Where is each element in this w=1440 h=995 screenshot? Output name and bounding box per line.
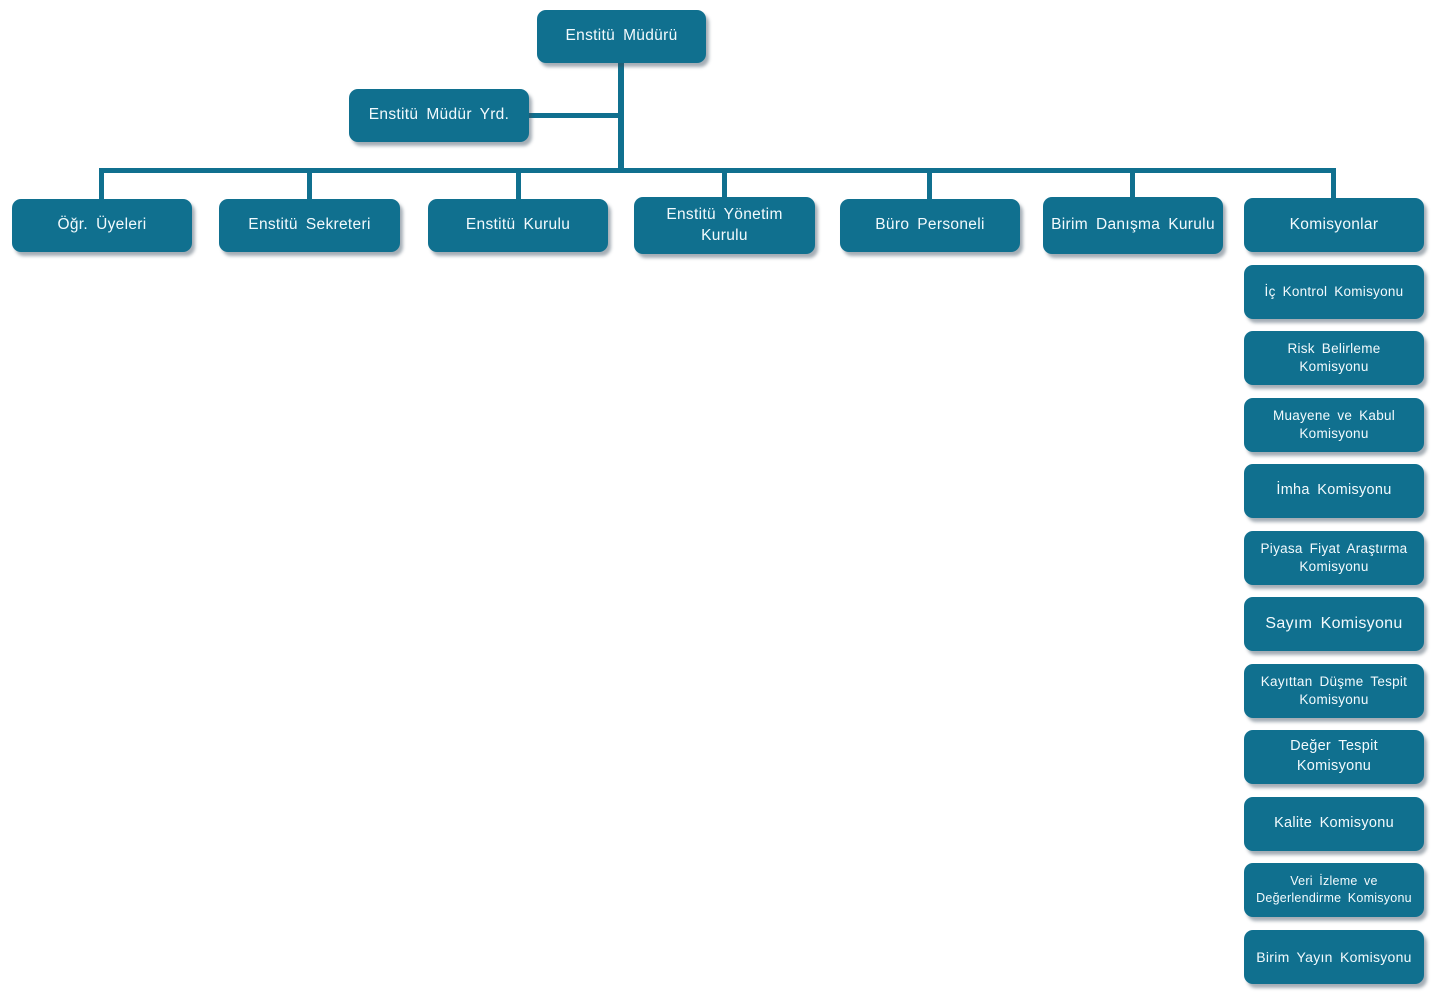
node-enstitu-sekreteri: Enstitü Sekreteri	[219, 199, 400, 252]
connector-trunk	[618, 63, 624, 173]
node-ogr-uyeleri: Öğr. Üyeleri	[12, 199, 192, 252]
node-komisyonlar: Komisyonlar	[1244, 198, 1424, 252]
node-imha-komisyonu: İmha Komisyonu	[1244, 464, 1424, 518]
node-veri-izleme-ve-degerlendirme-komisyonu: Veri İzleme ve Değerlendirme Komisyonu	[1244, 863, 1424, 917]
node-enstitu-yonetim-kurulu: Enstitü Yönetim Kurulu	[634, 197, 815, 254]
node-kayittan-dusme-tespit-komisyonu: Kayıttan Düşme Tespit Komisyonu	[1244, 664, 1424, 718]
node-sayim-komisyonu: Sayım Komisyonu	[1244, 597, 1424, 651]
connector-stub-komisyonlar	[1331, 171, 1336, 199]
node-kalite-komisyonu: Kalite Komisyonu	[1244, 797, 1424, 851]
connector-deputy	[528, 113, 620, 118]
connector-stub-enstitu-sekreteri	[307, 171, 312, 199]
node-birim-danisma-kurulu: Birim Danışma Kurulu	[1043, 197, 1223, 254]
node-enstitu-mudur-yrd: Enstitü Müdür Yrd.	[349, 89, 529, 142]
node-enstitu-kurulu: Enstitü Kurulu	[428, 199, 608, 252]
connector-stub-enstitu-kurulu	[516, 171, 521, 199]
node-piyasa-fiyat-arastirma-komisyonu: Piyasa Fiyat Araştırma Komisyonu	[1244, 531, 1424, 585]
node-birim-yayin-komisyonu: Birim Yayın Komisyonu	[1244, 930, 1424, 984]
node-risk-belirleme-komisyonu: Risk Belirleme Komisyonu	[1244, 331, 1424, 385]
node-buro-personeli: Büro Personeli	[840, 199, 1020, 252]
node-enstitu-muduru: Enstitü Müdürü	[537, 10, 706, 63]
node-deger-tespit-komisyonu: Değer Tespit Komisyonu	[1244, 730, 1424, 784]
node-muayene-ve-kabul-komisyonu: Muayene ve Kabul Komisyonu	[1244, 398, 1424, 452]
connector-stub-birim-danisma-kurulu	[1130, 171, 1135, 199]
connector-stub-ogr-uyeleri	[99, 171, 104, 199]
node-ic-kontrol-komisyonu: İç Kontrol Komisyonu	[1244, 265, 1424, 319]
connector-stub-buro-personeli	[927, 171, 932, 199]
connector-rail	[99, 168, 1336, 173]
connector-stub-enstitu-yonetim-kurulu	[722, 171, 727, 199]
